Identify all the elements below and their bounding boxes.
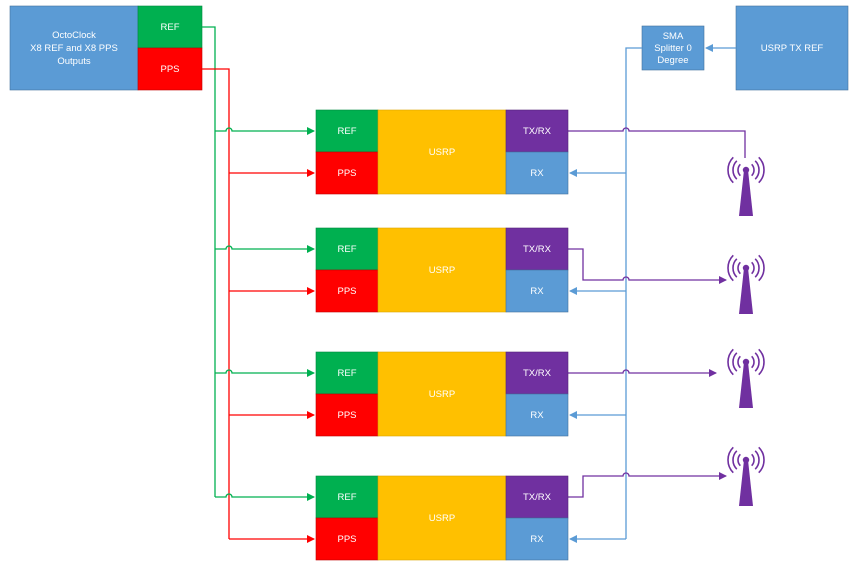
usrp-txrx-port <box>505 109 569 153</box>
splitter-block: SMA Splitter 0 Degree <box>641 25 705 71</box>
ref-branch-line <box>215 369 315 377</box>
usrp-ref-label: REF <box>338 244 357 255</box>
splitter-label-line1: SMA <box>663 31 684 42</box>
usrp-ref-label: REF <box>338 368 357 379</box>
usrp-unit: REF PPS USRP TX/RX RX <box>315 109 569 195</box>
octoclock-ref-port <box>137 5 203 49</box>
ref-branch-line <box>215 493 315 501</box>
usrp-rx-port <box>505 269 569 313</box>
usrp-core-label: USRP <box>429 389 455 400</box>
usrp-txrx-label: TX/RX <box>523 368 552 379</box>
usrp-core-label: USRP <box>429 147 455 158</box>
usrp-unit: REF PPS USRP TX/RX RX <box>315 475 569 561</box>
ref-branch-line <box>215 127 315 135</box>
usrp-core <box>377 227 507 313</box>
pps-trunk-line <box>202 68 230 539</box>
octoclock-block: OctoClock X8 REF and X8 PPS Outputs REF … <box>9 5 203 91</box>
usrp-unit: REF PPS USRP TX/RX RX <box>315 351 569 437</box>
txrx-to-antenna-line <box>568 127 746 158</box>
usrp-tx-ref-label: USRP TX REF <box>761 43 824 54</box>
usrp-core-label: USRP <box>429 265 455 276</box>
txrx-to-antenna-line <box>568 369 717 377</box>
usrp-tx-ref-block: USRP TX REF <box>735 5 849 91</box>
ref-branch-line <box>215 245 315 253</box>
usrp-core <box>377 109 507 195</box>
usrp-txrx-port <box>505 475 569 519</box>
usrp-rx-port <box>505 393 569 437</box>
antenna-icon <box>727 446 765 506</box>
antennas-layer <box>727 156 765 506</box>
usrp-pps-port <box>315 269 379 313</box>
usrp-rx-label: RX <box>530 286 544 297</box>
ref-trunk-line <box>202 26 216 497</box>
usrp-unit: REF PPS USRP TX/RX RX <box>315 227 569 313</box>
usrp-tx-ref-box <box>735 5 849 91</box>
octoclock-box <box>9 5 139 91</box>
usrp-ref-port <box>315 351 379 395</box>
octoclock-pps-label: PPS <box>160 64 179 75</box>
usrp-units: REF PPS USRP TX/RX RX REF PPS USRP TX/RX… <box>315 109 569 561</box>
usrp-txrx-label: TX/RX <box>523 244 552 255</box>
usrp-ref-label: REF <box>338 492 357 503</box>
usrp-core-label: USRP <box>429 513 455 524</box>
usrp-txrx-label: TX/RX <box>523 492 552 503</box>
usrp-rx-port <box>505 151 569 195</box>
usrp-ref-port <box>315 227 379 271</box>
usrp-pps-label: PPS <box>337 286 356 297</box>
splitter-label-line2: Splitter 0 <box>654 43 692 54</box>
txrx-to-antenna-line <box>568 472 727 498</box>
usrp-pps-label: PPS <box>337 168 356 179</box>
antenna-icon <box>727 254 765 314</box>
octoclock-ref-label: REF <box>161 22 180 33</box>
usrp-rx-label: RX <box>530 410 544 421</box>
usrp-txrx-port <box>505 227 569 271</box>
usrp-rx-port <box>505 517 569 561</box>
splitter-out-line <box>625 47 642 70</box>
usrp-pps-label: PPS <box>337 534 356 545</box>
octoclock-pps-port <box>137 47 203 91</box>
usrp-core <box>377 351 507 437</box>
antenna-icon <box>727 156 765 216</box>
usrp-rx-label: RX <box>530 534 544 545</box>
wires-layer <box>202 26 746 543</box>
octoclock-label-line2: X8 REF and X8 PPS <box>30 43 118 54</box>
splitter-box <box>641 25 705 71</box>
usrp-rx-label: RX <box>530 168 544 179</box>
splitter-label-line3: Degree <box>657 55 688 66</box>
usrp-txrx-label: TX/RX <box>523 126 552 137</box>
txrx-to-antenna-line <box>568 248 727 284</box>
usrp-pps-port <box>315 393 379 437</box>
octoclock-label-line1: OctoClock <box>52 30 96 41</box>
usrp-pps-label: PPS <box>337 410 356 421</box>
octoclock-label-line3: Outputs <box>57 56 91 67</box>
usrp-pps-port <box>315 517 379 561</box>
usrp-core <box>377 475 507 561</box>
usrp-ref-label: REF <box>338 126 357 137</box>
antenna-icon <box>727 348 765 408</box>
